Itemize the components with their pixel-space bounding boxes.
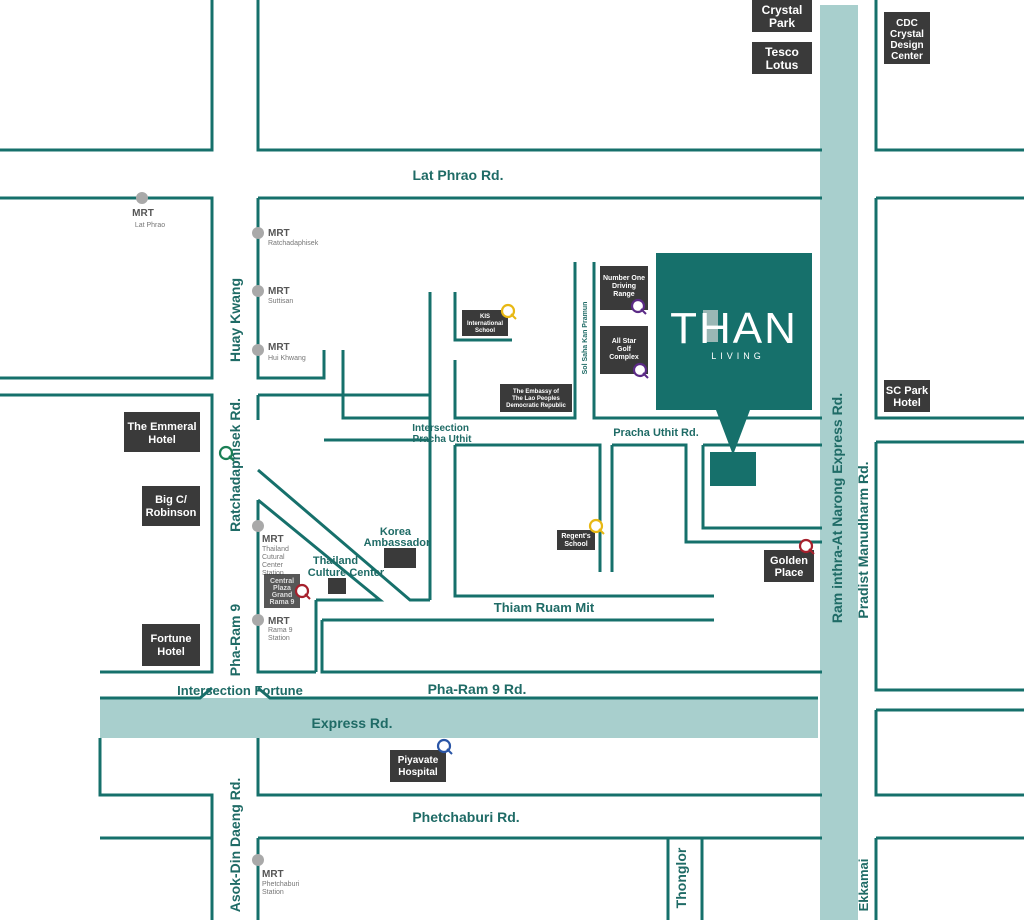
mrt-dot-icon	[252, 614, 264, 626]
mrt-title: MRT	[268, 342, 290, 353]
mrt-subtitle: Ratchadaphisek	[268, 240, 319, 247]
brand-tagline: LIVING	[711, 351, 765, 361]
mrt-subtitle: Hui Khwang	[268, 355, 306, 362]
logo-mark-block	[703, 310, 718, 342]
mrt-title: MRT	[268, 228, 290, 239]
mrt-station-hui-khwang: MRT Hui Khwang	[252, 342, 306, 362]
mrt-station-thailand-cultural-center: MRT Thailand Cutural Center Station	[252, 520, 291, 577]
road-label-pracha-uthit: Pracha Uthit Rd.	[613, 427, 699, 439]
road-label-express: Express Rd.	[312, 715, 393, 731]
than-living-callout[interactable]: THAN LIVING	[656, 253, 812, 486]
mrt-title: MRT	[268, 286, 290, 297]
mrt-dot-icon	[252, 285, 264, 297]
road-label-pradist: Pradist Manudharm Rd.	[855, 461, 871, 618]
mrt-title: MRT	[132, 208, 154, 219]
road-label-phetchaburi: Phetchaburi Rd.	[412, 809, 519, 825]
road-label-thiam-ruam-mit: Thiam Ruam Mit	[494, 600, 595, 615]
mrt-station-rama-9: MRT Rama 9 Station	[252, 614, 294, 642]
express-road-band	[100, 698, 818, 738]
mrt-dot-icon	[252, 227, 264, 239]
mrt-subtitle: Phetchaburi Station	[262, 881, 301, 896]
pin-all-star-icon	[632, 362, 649, 379]
pin-emmeral-icon	[218, 445, 235, 462]
mrt-station-lat-phrao: MRT Lat Phrao	[132, 192, 165, 229]
road-label-ekkamai: Ekkamai	[856, 859, 871, 912]
pin-number-one-icon	[630, 298, 647, 315]
road-label-thonglor: Thonglor	[673, 847, 689, 908]
road-label-intersection-pracha-uthit: Intersection Pracha Uthit	[412, 423, 472, 445]
road-label-intersection-fortune: Intersection Fortune	[177, 683, 303, 698]
mrt-subtitle: Lat Phrao	[135, 222, 165, 229]
mrt-title: MRT	[268, 616, 290, 627]
callout-box	[656, 253, 812, 455]
mrt-subtitle: Thailand Cutural Center Station	[262, 546, 291, 577]
mrt-dot-icon	[252, 520, 264, 532]
brand-wordmark: THAN	[670, 304, 798, 353]
mrt-station-suttisan: MRT Suttisan	[252, 285, 293, 305]
mrt-title: MRT	[262, 534, 284, 545]
pin-regents-icon	[588, 518, 605, 535]
road-label-thailand-culture-center: Thailand Culture Center	[308, 555, 385, 579]
poi-big-c-robinson: Big C/Robinson	[142, 486, 200, 526]
ram-inthra-express-band	[820, 5, 858, 920]
korea-ambassador-building	[384, 548, 416, 568]
mrt-station-phetchaburi: MRT Phetchaburi Station	[252, 854, 301, 896]
mrt-dot-icon	[252, 854, 264, 866]
road-label-asok-din-daeng: Asok-Din Daeng Rd.	[227, 778, 243, 913]
road-label-ram-inthra: Ram inthra-At Narong Express Rd.	[829, 393, 845, 623]
road-label-huay-kwang: Huay Kwang	[227, 278, 243, 362]
road-label-korea-ambassador: Korea Ambassador	[364, 526, 431, 549]
poi-label: Big C/Robinson	[146, 494, 197, 519]
mrt-subtitle: Suttisan	[268, 298, 293, 305]
pin-golden-place-icon	[798, 538, 815, 555]
pin-piyavate-icon	[436, 738, 453, 755]
mrt-subtitle: Rama 9 Station	[268, 627, 294, 642]
road-label-pha-ram-9-vertical: Pha-Ram 9	[227, 604, 243, 677]
road-label-lat-phrao: Lat Phrao Rd.	[412, 167, 503, 183]
pin-central-plaza-icon	[294, 583, 311, 600]
mrt-station-ratchadaphisek: MRT Ratchadaphisek	[252, 227, 319, 247]
mrt-dot-icon	[136, 192, 148, 204]
road-label-ratchadaphisek: Ratchadaphisek Rd.	[227, 398, 243, 532]
thailand-culture-center-building	[328, 578, 346, 594]
mrt-title: MRT	[262, 869, 284, 880]
pin-kis-icon	[500, 303, 517, 320]
mrt-dot-icon	[252, 344, 264, 356]
road-label-sol-saha-kan-pramun: Sol Saha Kan Pramun	[582, 302, 589, 375]
road-label-pha-ram-9: Pha-Ram 9 Rd.	[428, 681, 527, 697]
than-living-site-marker[interactable]	[710, 452, 756, 486]
